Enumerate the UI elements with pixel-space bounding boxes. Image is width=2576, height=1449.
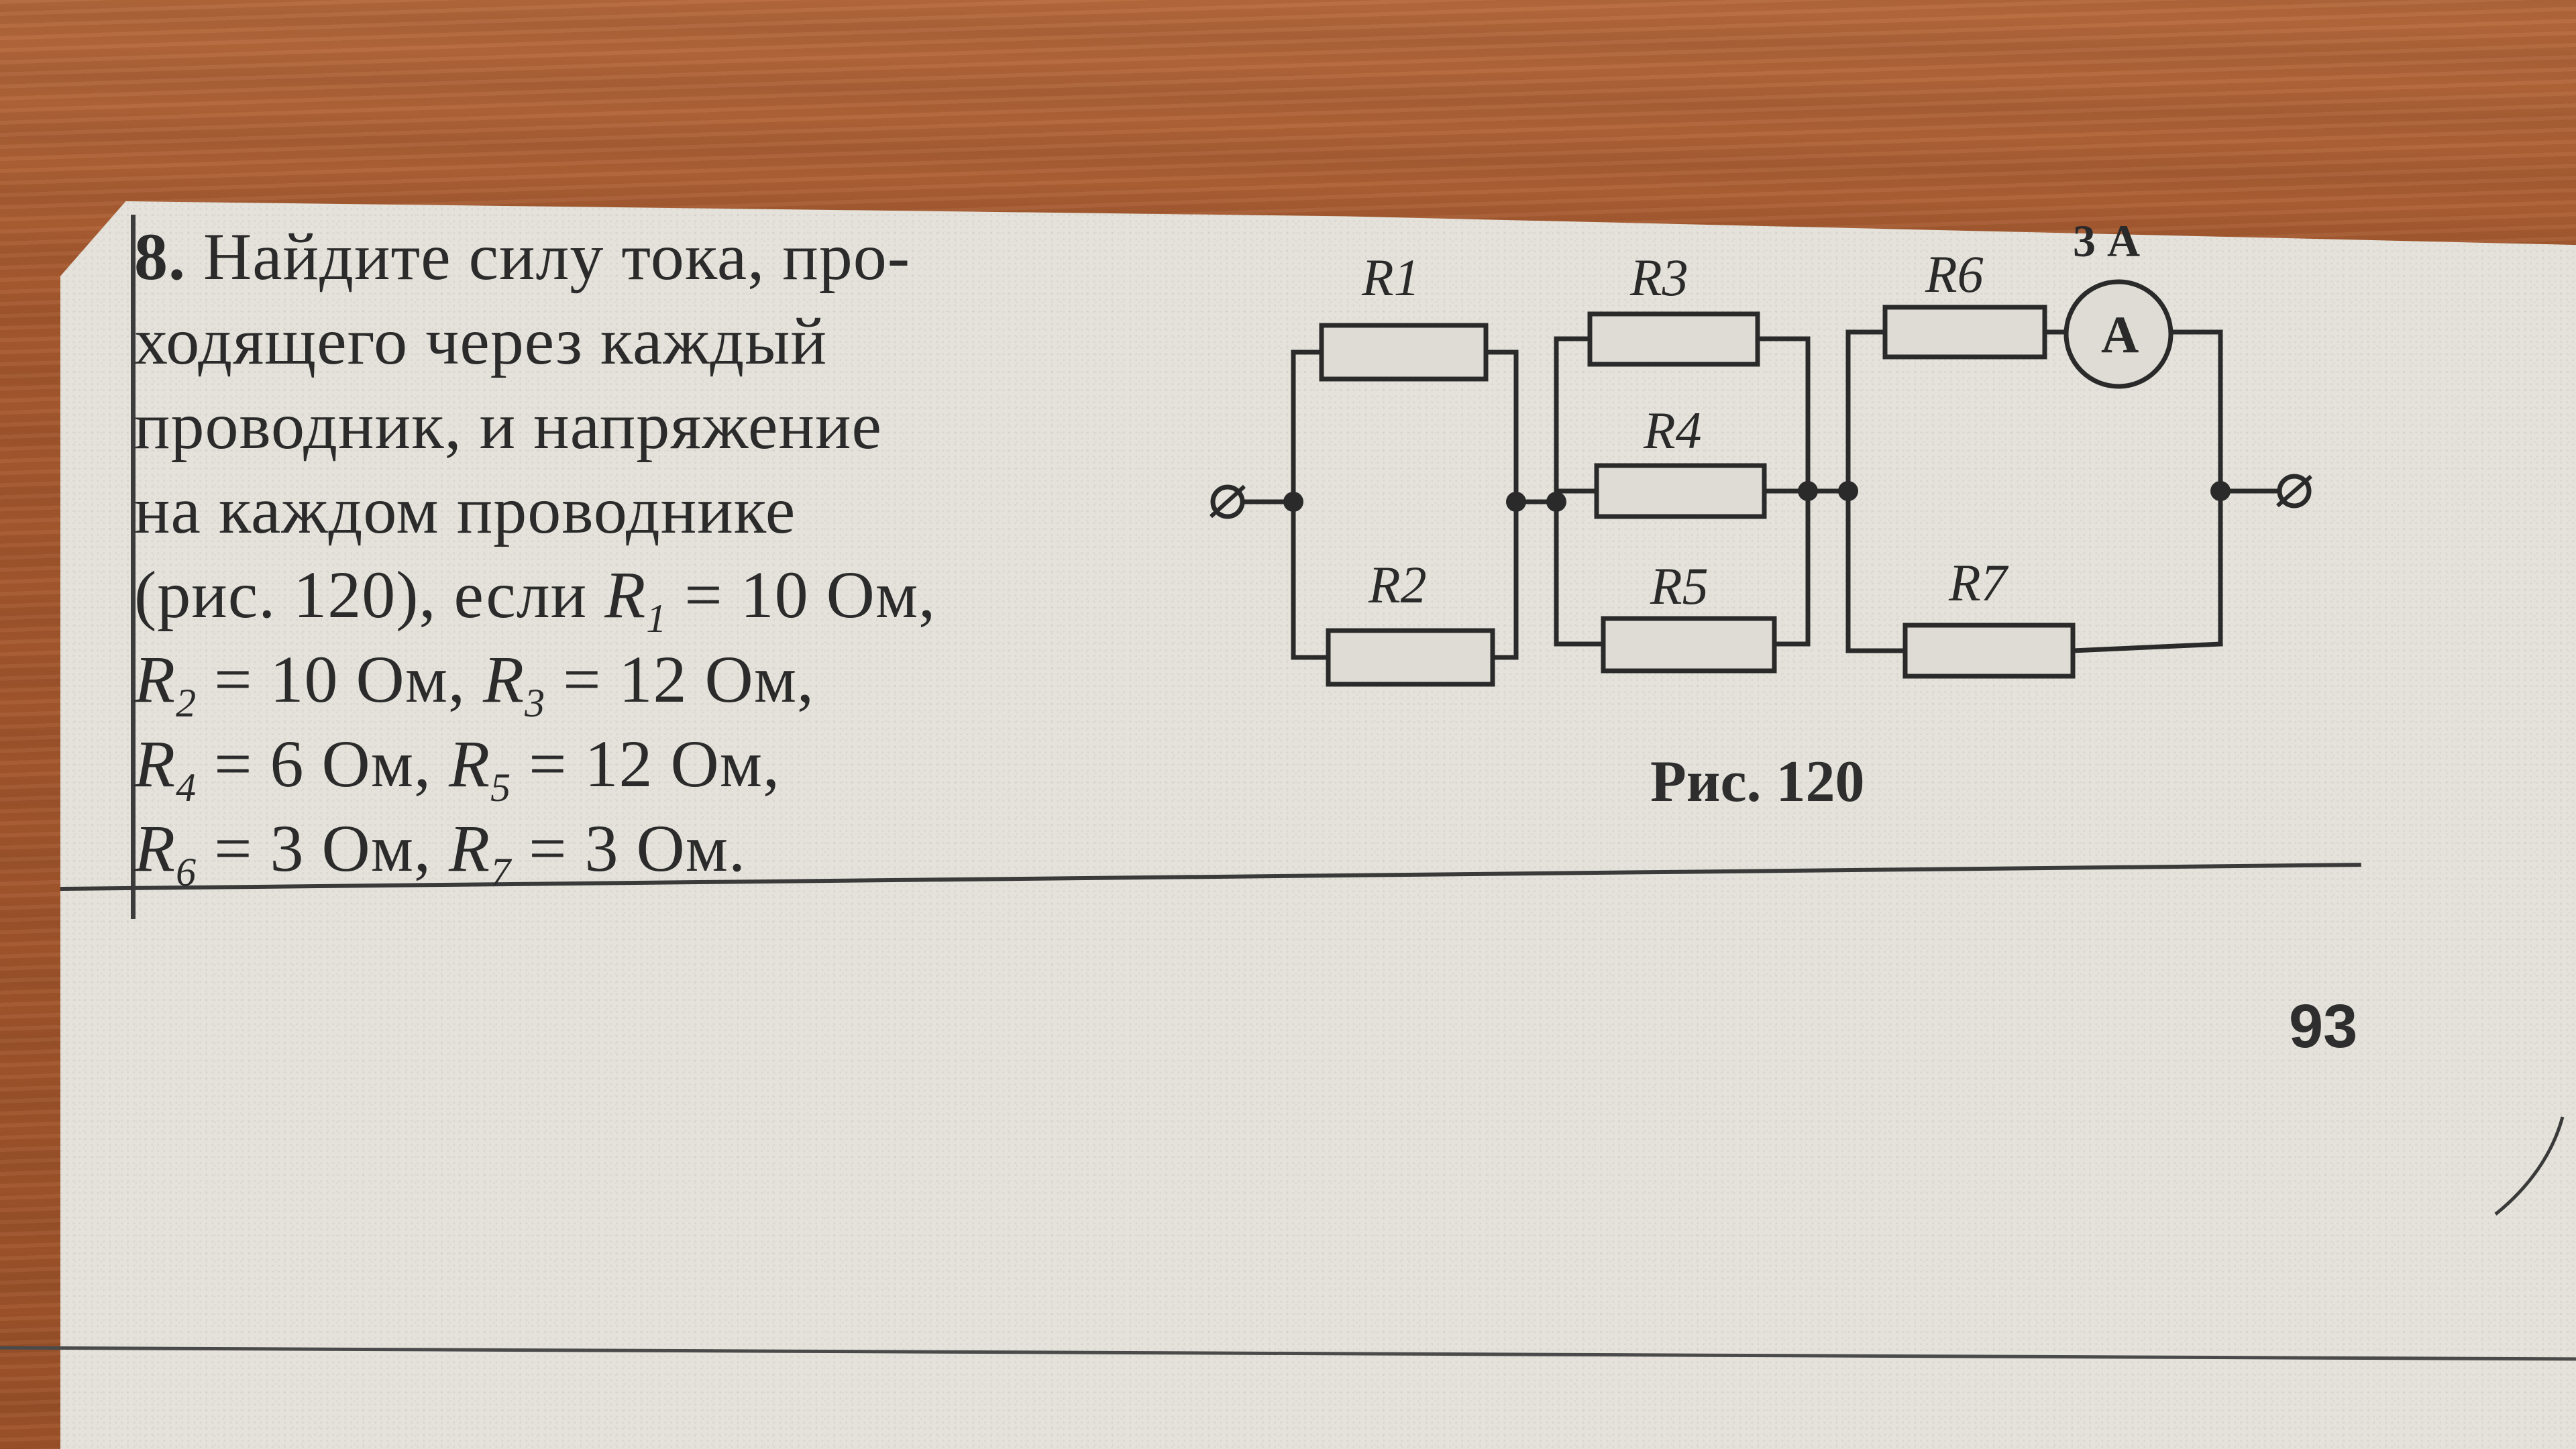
problem-statement: 8. Найдите силу тока, про- ходящего чере… <box>134 215 1181 894</box>
label-r1: R1 <box>1361 248 1420 307</box>
resistor-r2 <box>1326 628 1495 687</box>
label-r3: R3 <box>1629 248 1688 307</box>
symbol-r1: R1 <box>604 557 667 641</box>
r7-right-wire <box>2070 641 2223 653</box>
page-number: 93 <box>2289 992 2358 1061</box>
junction-dot-1 <box>1283 492 1303 512</box>
value-r3: = 12 Ом, <box>545 642 814 716</box>
label-r6: R6 <box>1925 245 1984 303</box>
problem-line-5-prefix: (рис. 120), если <box>134 557 605 632</box>
value-r4: = 6 Ом, <box>197 727 449 801</box>
ammeter <box>2063 279 2174 389</box>
value-r5: = 12 Ом, <box>511 727 780 801</box>
pen-mark <box>2494 1116 2565 1216</box>
input-terminal-slash-icon <box>1209 484 1246 519</box>
output-terminal-slash-icon <box>2276 474 2312 508</box>
symbol-r5: R5 <box>449 727 512 810</box>
problem-number: 8. <box>134 219 186 294</box>
ammeter-reading: 3 А <box>2073 215 2140 266</box>
junction-dot-2 <box>1506 492 1526 512</box>
label-r5: R5 <box>1650 557 1709 615</box>
figure-caption: Рис. 120 <box>1650 749 1865 814</box>
ammeter-symbol: A <box>2101 305 2139 364</box>
label-r4: R4 <box>1643 401 1702 460</box>
label-r7: R7 <box>1948 553 2009 612</box>
textbook-page <box>60 201 2576 1449</box>
resistor-r5 <box>1601 616 1777 674</box>
value-r1: = 10 Ом, <box>667 557 936 632</box>
resistor-r1 <box>1319 323 1489 382</box>
junction-dot-3 <box>1546 492 1566 512</box>
value-r6: = 3 Ом, <box>197 811 449 885</box>
resistor-r7 <box>1902 623 2076 679</box>
left-margin-rule <box>131 215 136 919</box>
symbol-r4: R4 <box>134 727 197 810</box>
symbol-r7: R7 <box>449 811 512 894</box>
problem-line-4: на каждом проводнике <box>134 473 796 547</box>
resistor-r6 <box>1882 305 2047 360</box>
problem-line-3: проводник, и напряжение <box>134 388 882 463</box>
circuit-diagram: R1 R2 R3 R4 R5 R6 R7 A 3 А <box>1209 215 2312 687</box>
resistor-r4 <box>1594 463 1767 519</box>
resistor-r3 <box>1587 311 1760 367</box>
junction-dot-6 <box>2210 481 2231 501</box>
value-r7: = 3 Ом. <box>511 811 746 885</box>
label-r2: R2 <box>1368 555 1427 614</box>
value-r2: = 10 Ом, <box>197 642 483 716</box>
problem-line-1: Найдите силу тока, про- <box>203 219 911 294</box>
symbol-r6: R6 <box>134 811 197 894</box>
junction-dot-4 <box>1798 481 1818 501</box>
problem-line-2: ходящего через каждый <box>134 304 828 378</box>
symbol-r3: R3 <box>483 642 546 725</box>
junction-dot-5 <box>1838 481 1858 501</box>
symbol-r2: R2 <box>134 642 197 725</box>
